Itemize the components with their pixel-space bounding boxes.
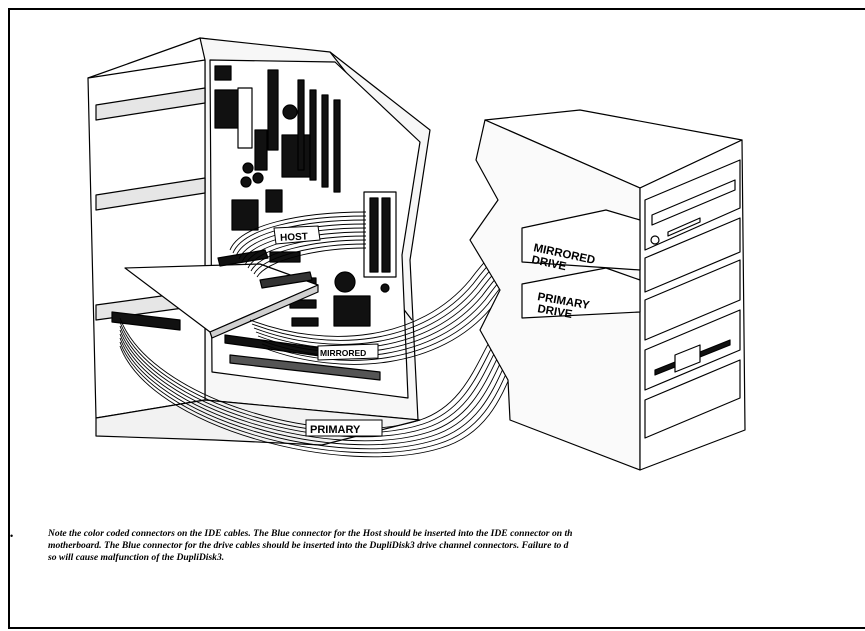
host-label: HOST <box>280 231 308 243</box>
installation-note: • Note the color coded connectors on the… <box>10 528 865 588</box>
duplidisk3-card <box>111 249 319 339</box>
page-frame <box>8 8 865 629</box>
installation-diagram: HOST MIRRORED PRIMARY MIRRORED DRIVE PRI… <box>87 37 746 471</box>
host-label-box: HOST <box>273 225 321 245</box>
mirrored-cable-label-box: MIRRORED <box>317 343 379 361</box>
drive-enclosure <box>469 109 746 471</box>
note-text: Note the color coded connectors on the I… <box>48 528 573 563</box>
primary-cable-label-box: PRIMARY <box>305 419 383 437</box>
note-bullet: • <box>10 531 14 541</box>
primary-cable-label: PRIMARY <box>310 424 361 436</box>
mirrored-cable-label: MIRRORED <box>320 348 366 358</box>
